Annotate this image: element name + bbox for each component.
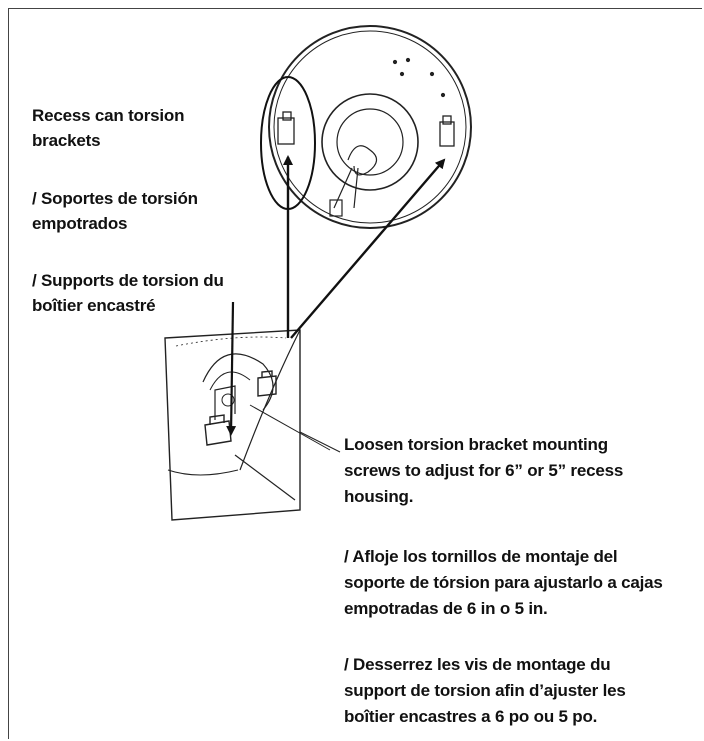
instruction-en-line-3: housing. [344, 487, 414, 506]
leader-line-note [299, 431, 341, 453]
instruction-en-line-1: Loosen torsion bracket mounting [344, 435, 608, 454]
instruction-en-line-2: screws to adjust for 6” or 5” recess [344, 461, 624, 480]
fixture-disc [268, 25, 472, 229]
instruction-fr-line-2: support de torsion afin d’ajuster les [344, 681, 626, 700]
instruction-es-line-2: soporte de tórsion para ajustarlo a caja… [344, 573, 663, 592]
instruction-es-line-3: empotradas de 6 in o 5 in. [344, 599, 548, 618]
instruction-fr: / Desserrez les vis de montage du suppor… [344, 652, 684, 730]
bracket-housing-right [257, 370, 277, 397]
instruction-en: Loosen torsion bracket mounting screws t… [344, 432, 684, 510]
instruction-es: / Afloje los tornillos de montaje del so… [344, 544, 700, 622]
bracket-housing-left [204, 414, 232, 446]
label-es: / Soportes de torsión empotrados [32, 189, 198, 233]
bracket-left-top [277, 111, 295, 145]
recess-housing [164, 329, 331, 521]
arrow-label-down [226, 301, 237, 436]
label-fr: / Supports de torsion du boîtier encastr… [32, 271, 224, 315]
bracket-right-top [439, 115, 455, 147]
instruction-fr-line-1: / Desserrez les vis de montage du [344, 655, 611, 674]
label-en: Recess can torsion brackets [32, 106, 185, 150]
instruction-es-line-1: / Afloje los tornillos de montaje del [344, 547, 618, 566]
instruction-fr-line-3: boîtier encastres a 6 po ou 5 po. [344, 707, 598, 726]
arrow-up-right-bracket [290, 158, 446, 339]
diagram-frame [8, 8, 702, 739]
